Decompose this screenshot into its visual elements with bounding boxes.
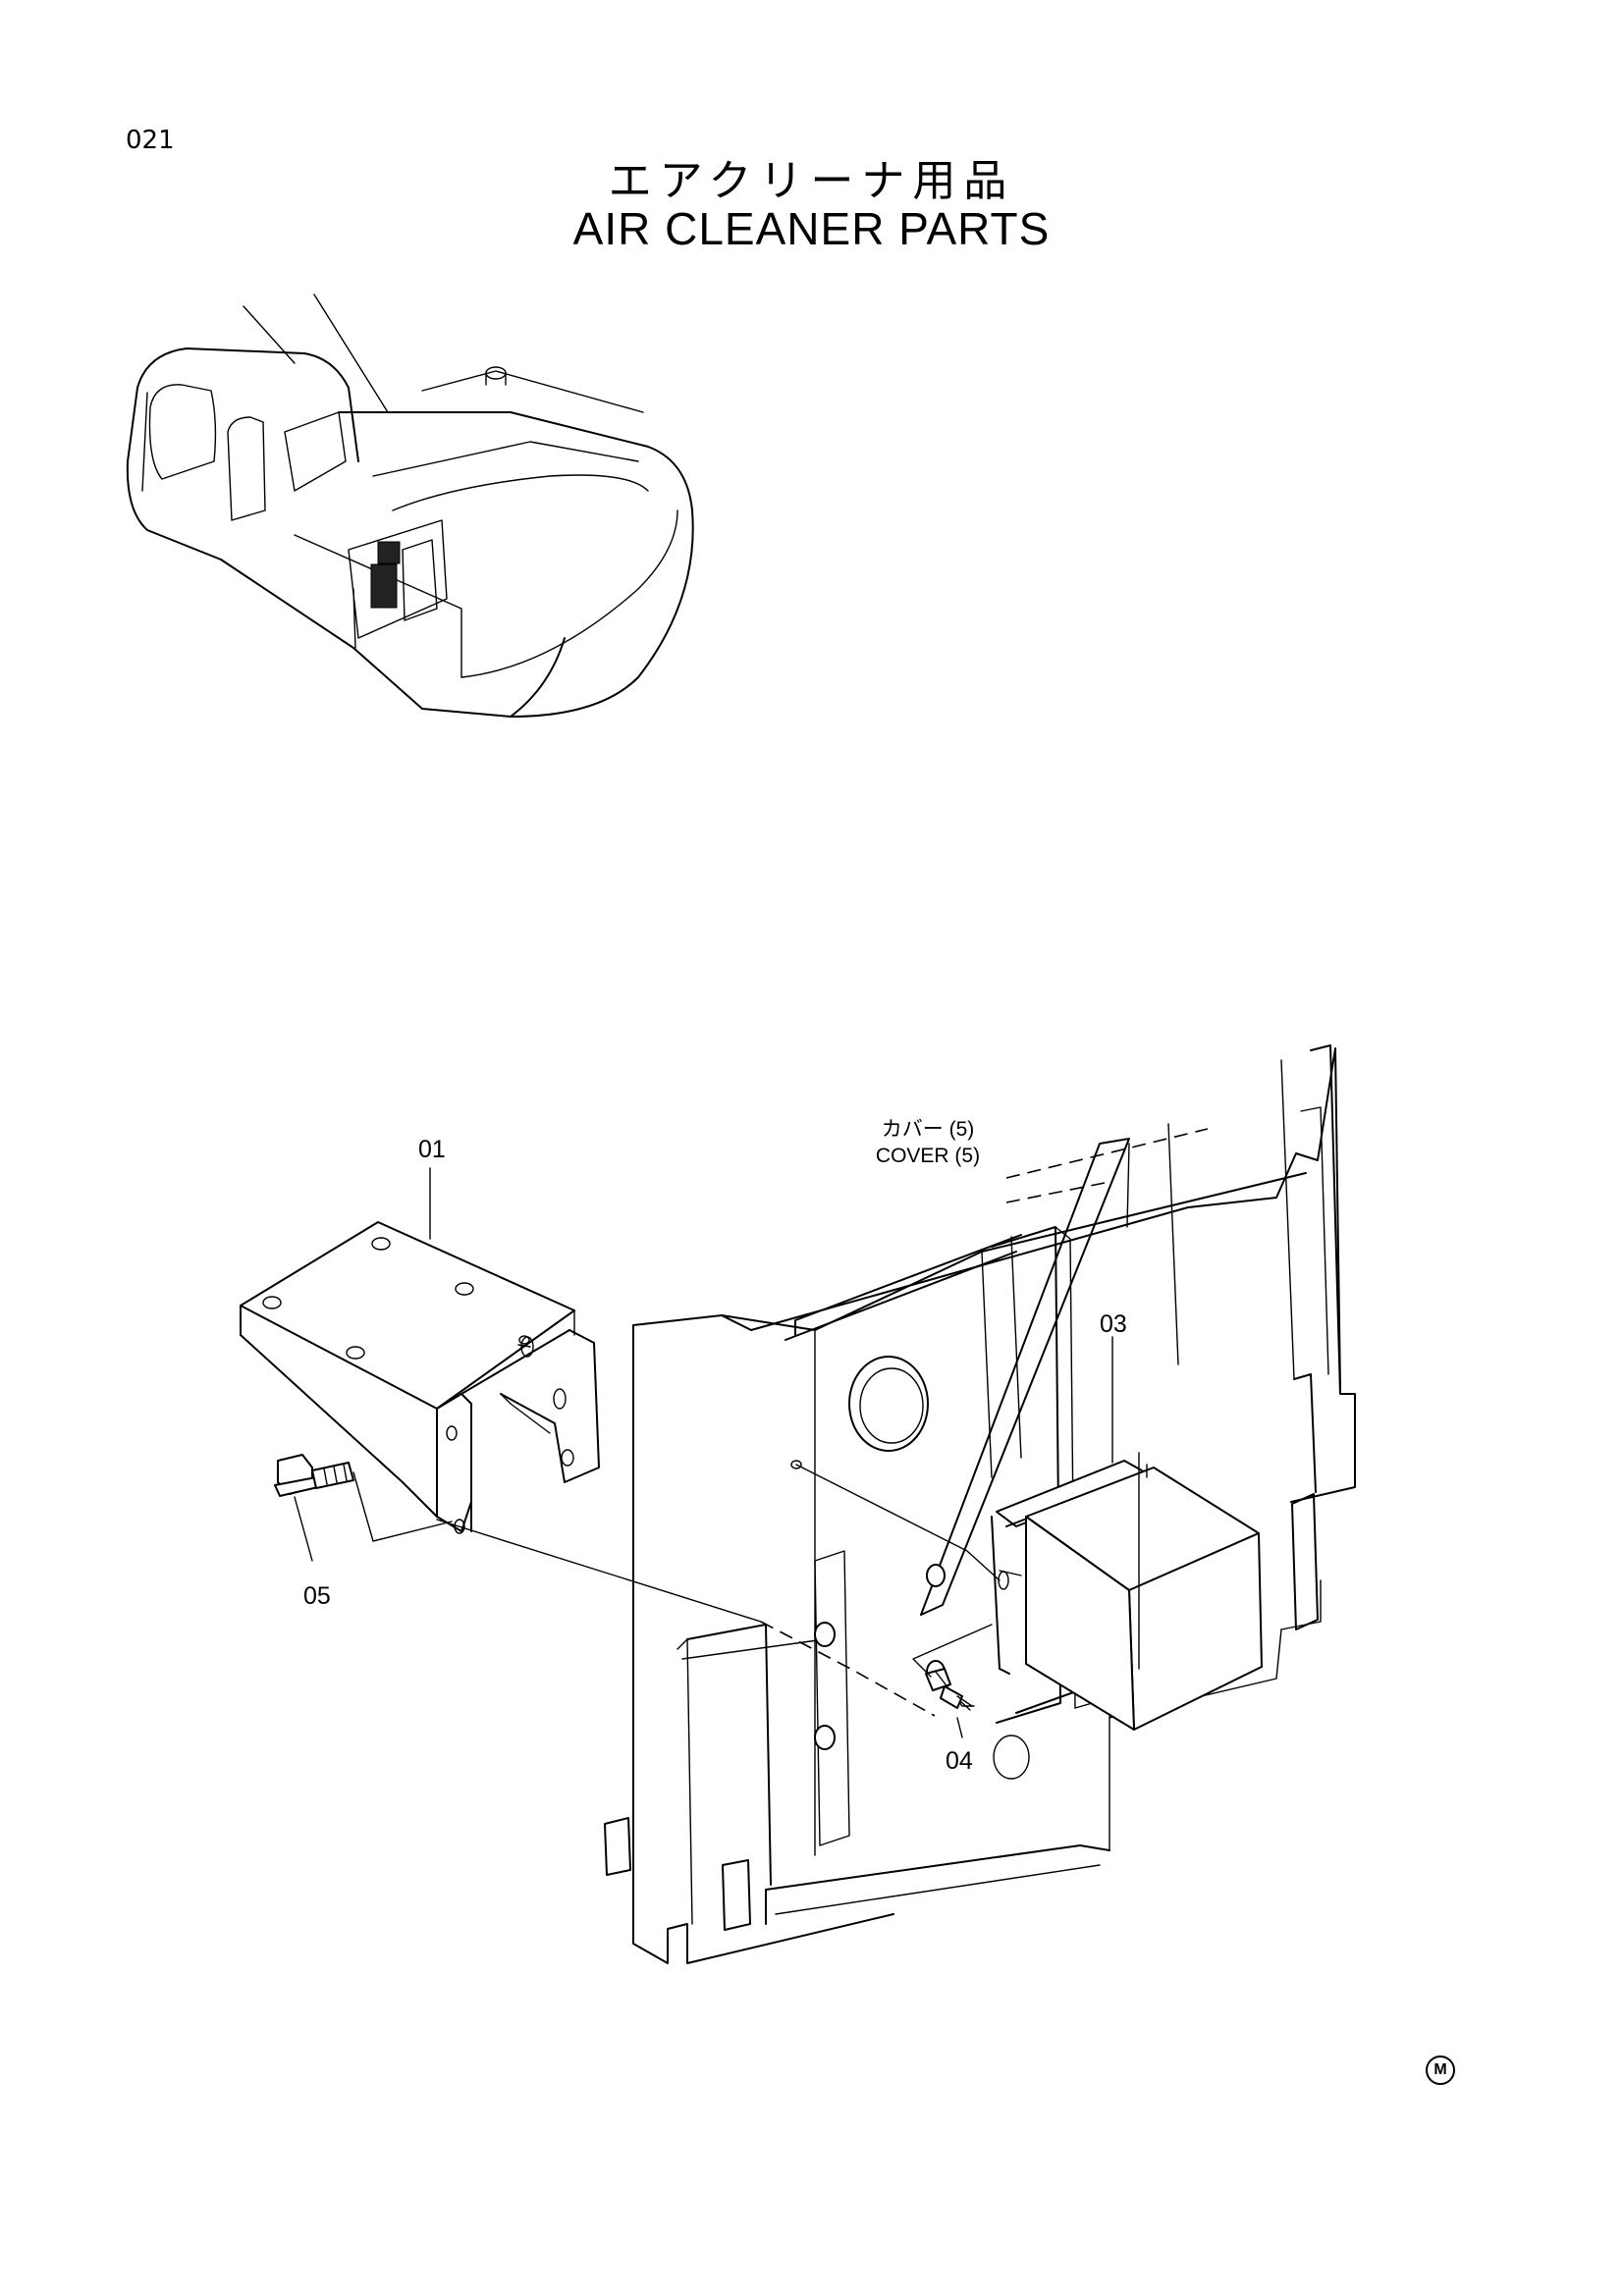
title-english: AIR CLEANER PARTS: [572, 203, 1051, 254]
assembly-line-04: [912, 1624, 993, 1678]
title-japanese: エアクリーナ用品: [608, 156, 1015, 206]
callout-05: 05: [303, 1582, 331, 1610]
part-05-bolt: [274, 1454, 453, 1542]
cover-label-en: COVER (5): [875, 1145, 981, 1167]
callout-03: 03: [1100, 1310, 1127, 1338]
part-03-air-cleaner-box: [991, 1452, 1263, 1731]
mounting-panel: [604, 1044, 1356, 1964]
callout-01: 01: [418, 1136, 446, 1163]
part-04-bolt: [925, 1668, 975, 1711]
leader-04: [956, 1717, 963, 1738]
assembly-line-01: [436, 1519, 762, 1623]
part-01-bracket: [240, 1221, 600, 1534]
assembly-line-01-hidden: [760, 1621, 936, 1717]
circled-m-mark: M: [1426, 2056, 1455, 2085]
page-number: 021: [126, 126, 175, 155]
assembly-line-03: [795, 1464, 1001, 1581]
air-cleaner-location-highlight: [348, 519, 448, 649]
callout-04: 04: [946, 1747, 973, 1775]
excavator-overview-illustration: [126, 294, 694, 718]
cover-label-jp: カバー (5): [881, 1118, 975, 1141]
leader-05: [294, 1496, 313, 1562]
cover-label: カバー (5) COVER (5): [854, 1116, 1001, 1169]
